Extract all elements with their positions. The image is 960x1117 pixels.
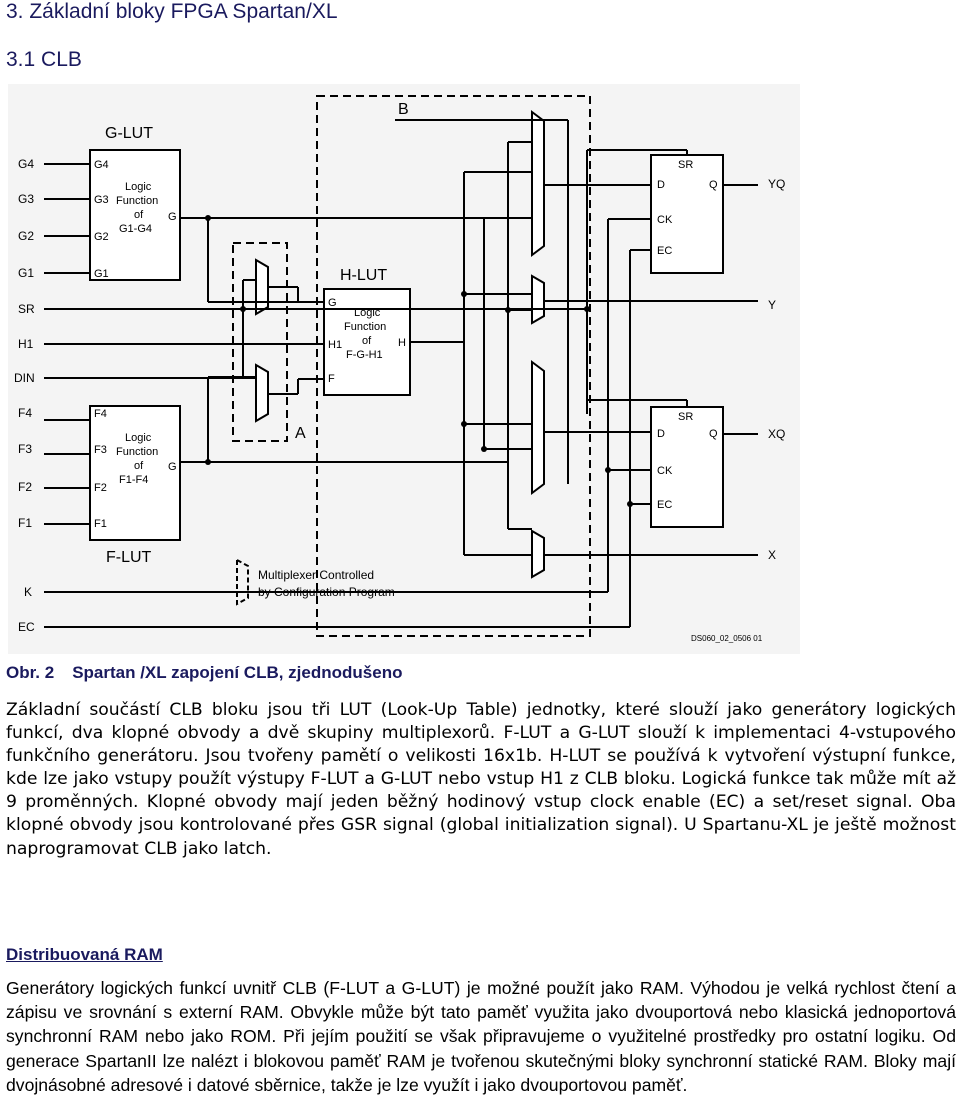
g-lut-pin: G4 bbox=[94, 159, 109, 171]
f-lut-out: G bbox=[168, 461, 177, 473]
h-lut-title: H-LUT bbox=[340, 267, 387, 284]
input-label: G2 bbox=[18, 229, 34, 243]
ff1-pin: Q bbox=[709, 179, 718, 191]
g-lut-pin: G2 bbox=[94, 231, 109, 243]
ff2-pin: CK bbox=[657, 465, 673, 477]
input-label: F1 bbox=[18, 516, 32, 530]
input-label: F2 bbox=[18, 480, 32, 494]
input-label: G4 bbox=[18, 157, 34, 171]
legend-line: by Configuration Program bbox=[258, 585, 395, 599]
section-title: Distribuovaná RAM bbox=[6, 945, 163, 964]
output-label: XQ bbox=[768, 427, 785, 441]
f-lut-body: Logic bbox=[125, 432, 152, 444]
g-lut-pin: G3 bbox=[94, 194, 109, 206]
f-lut-pin: F3 bbox=[94, 444, 107, 456]
input-label: G1 bbox=[18, 266, 34, 280]
g-lut-out: G bbox=[168, 211, 177, 223]
ff2-pin: D bbox=[657, 428, 665, 440]
g-lut-body: of bbox=[134, 209, 144, 221]
ff2-pin: SR bbox=[678, 411, 693, 423]
ff1-pin: SR bbox=[678, 159, 693, 171]
h-lut-pin: H1 bbox=[328, 339, 342, 351]
input-label: G3 bbox=[18, 192, 34, 206]
ff1-pin: EC bbox=[657, 245, 672, 257]
f-lut-body: Function bbox=[116, 446, 158, 458]
legend-line: Multiplexer Controlled bbox=[258, 568, 374, 582]
input-label: H1 bbox=[18, 337, 34, 351]
page-heading: 3. Základní bloky FPGA Spartan/XL bbox=[6, 0, 338, 23]
caption-text: Spartan /XL zapojení CLB, zjednodušeno bbox=[72, 663, 403, 682]
output-label: X bbox=[768, 548, 776, 562]
h-lut-body: F-G-H1 bbox=[346, 349, 383, 361]
ff2-pin: Q bbox=[709, 428, 718, 440]
page-subheading: 3.1 CLB bbox=[6, 48, 82, 71]
g-lut-body: Function bbox=[116, 195, 158, 207]
h-lut-body: Function bbox=[344, 321, 386, 333]
paragraph-ram: Generátory logických funkcí uvnitř CLB (… bbox=[6, 978, 956, 1095]
f-lut-pin: F1 bbox=[94, 518, 107, 530]
input-label: EC bbox=[18, 620, 35, 634]
h-lut-out: H bbox=[398, 337, 406, 349]
f-lut-title: F-LUT bbox=[106, 549, 152, 566]
g-lut-title: G-LUT bbox=[105, 125, 153, 142]
f-lut-pin: F2 bbox=[94, 482, 107, 494]
ff1-pin: CK bbox=[657, 214, 673, 226]
f-lut-body: of bbox=[134, 460, 144, 472]
output-label: YQ bbox=[768, 177, 785, 191]
label-b: B bbox=[398, 101, 409, 118]
input-label: K bbox=[24, 585, 32, 599]
h-lut-pin: G bbox=[328, 297, 337, 309]
g-lut-pin: G1 bbox=[94, 268, 109, 280]
caption-number: Obr. 2 bbox=[6, 663, 55, 682]
input-label: DIN bbox=[14, 371, 35, 385]
f-lut-body: F1-F4 bbox=[119, 474, 148, 486]
f-lut-pin: F4 bbox=[94, 408, 107, 420]
input-label: F3 bbox=[18, 442, 32, 456]
figure-caption: Obr. 2 Spartan /XL zapojení CLB, zjednodu… bbox=[6, 663, 402, 683]
h-lut-pin: F bbox=[328, 373, 335, 385]
g-lut-body: Logic bbox=[125, 181, 152, 193]
label-a: A bbox=[295, 425, 306, 442]
h-lut-body: Logic bbox=[354, 307, 381, 319]
output-label: Y bbox=[768, 298, 776, 312]
input-label: SR bbox=[18, 302, 35, 316]
paragraph-clb: Základní součástí CLB bloku jsou tři LUT… bbox=[6, 700, 956, 859]
ff1-pin: D bbox=[657, 179, 665, 191]
figure-code: DS060_02_0506 01 bbox=[691, 634, 763, 643]
clb-diagram: G4 G3 G2 G1 SR H1 DIN F4 F3 F2 F1 K EC Y… bbox=[8, 84, 800, 654]
input-label: F4 bbox=[18, 406, 32, 420]
h-lut-body: of bbox=[362, 335, 372, 347]
ff2-pin: EC bbox=[657, 499, 672, 511]
g-lut-body: G1-G4 bbox=[119, 223, 152, 235]
